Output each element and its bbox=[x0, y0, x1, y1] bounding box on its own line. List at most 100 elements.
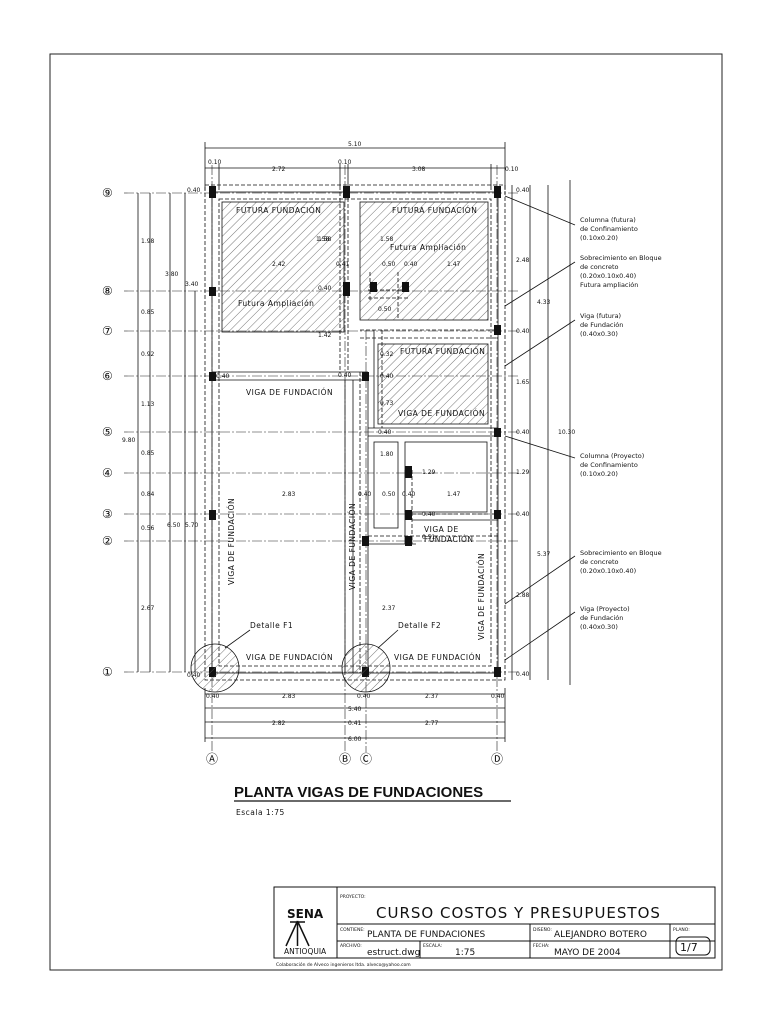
dim-top-5: 0.10 bbox=[505, 166, 519, 173]
dim-right-d: 0.40 bbox=[516, 328, 530, 335]
dim-left-b: 0.85 bbox=[141, 309, 155, 316]
detail-f1-label: Detalle F1 bbox=[250, 621, 293, 630]
dim-right-k: 2.88 bbox=[516, 592, 530, 599]
inner-dimensions: 1.58 2.42 0.41 0.40 1.47 1.58 0.50 0.40 … bbox=[216, 236, 461, 612]
beam-label: VIGA DE bbox=[424, 525, 459, 534]
right-dimensions: 0.40 2.48 4.33 0.40 1.65 0.40 10.30 1.29… bbox=[516, 187, 575, 678]
grid-col-a: Ⓐ bbox=[206, 752, 218, 766]
annotation-line: Columna (futura) bbox=[580, 216, 636, 224]
dim-right-i: 0.40 bbox=[516, 511, 530, 518]
annotation-line: (0.10x0.20) bbox=[580, 234, 618, 242]
dim-bottom-b3: 0.40 bbox=[357, 693, 371, 700]
grid-row-3: ③ bbox=[102, 507, 113, 521]
annotation-line: Columna (Proyecto) bbox=[580, 452, 644, 460]
dim-inner: 1.29 bbox=[422, 469, 436, 476]
dim-inner: 1.80 bbox=[380, 451, 394, 458]
dim-bottom-c5: 6.00 bbox=[348, 736, 362, 743]
detail-f1-circle bbox=[190, 643, 240, 693]
annotation-line: (0.40x0.30) bbox=[580, 330, 618, 338]
dim-bottom-c1: 5.40 bbox=[348, 706, 362, 713]
dim-bottom-c2: 2.82 bbox=[272, 720, 286, 727]
top-dimensions: 5.10 0.10 2.72 0.10 3.08 0.10 bbox=[208, 141, 519, 173]
dim-left-m: 3.40 bbox=[185, 281, 199, 288]
diseno-label: DISEÑO: bbox=[533, 926, 552, 933]
contents: PLANTA DE FUNDACIONES bbox=[367, 930, 486, 940]
proyecto-label: PROYECTO: bbox=[340, 894, 366, 900]
dim-inner: 0.50 bbox=[382, 491, 396, 498]
beam-label: VIGA DE FUNDACIÓN bbox=[227, 498, 236, 585]
zone-label-futura-fundacion-3: FUTURA FUNDACIÓN bbox=[400, 347, 485, 356]
future-zone-c bbox=[377, 343, 489, 425]
escala-label: ESCALA: bbox=[423, 943, 442, 949]
contiene-label: CONTIENE: bbox=[340, 927, 365, 933]
beam-label: FUNDACIÓN bbox=[424, 535, 474, 544]
beam-label: VIGA DE FUNDACIÓN bbox=[394, 653, 481, 662]
left-dimensions: 1.98 0.85 0.92 1.13 0.85 0.84 0.56 2.67 … bbox=[122, 187, 201, 679]
beam-label: VIGA DE FUNDACIÓN bbox=[246, 653, 333, 662]
grid-col-d: Ⓓ bbox=[491, 752, 503, 766]
annotation-line: Viga (Proyecto) bbox=[580, 605, 630, 613]
dim-right-e: 1.65 bbox=[516, 379, 530, 386]
dim-left-i: 3.80 bbox=[165, 271, 179, 278]
plano-label: PLANO: bbox=[673, 927, 690, 933]
dim-left-d: 1.13 bbox=[141, 401, 155, 408]
beam-label: VIGA DE FUNDACIÓN bbox=[398, 409, 485, 418]
dim-left-c: 0.92 bbox=[141, 351, 155, 358]
dim-top-2: 2.72 bbox=[272, 166, 286, 173]
grid-row-2: ② bbox=[102, 534, 113, 548]
date: MAYO DE 2004 bbox=[554, 948, 621, 958]
dim-inner: 1.42 bbox=[318, 332, 332, 339]
annotation-line: (0.40x0.30) bbox=[580, 623, 618, 631]
future-zone-b bbox=[359, 201, 489, 321]
beam-label: VIGA DE FUNDACIÓN bbox=[348, 503, 357, 590]
dim-left-a: 1.98 bbox=[141, 238, 155, 245]
sena-logo: SENA ANTIOQUIA bbox=[284, 907, 327, 956]
dim-inner: 1.58 bbox=[318, 236, 332, 243]
dim-left-j: 9.80 bbox=[122, 437, 136, 444]
dim-inner: 1.58 bbox=[316, 236, 330, 243]
dim-right-h: 1.29 bbox=[516, 469, 530, 476]
designer: ALEJANDRO BOTERO bbox=[554, 930, 647, 940]
dim-right-c: 4.33 bbox=[537, 299, 551, 306]
title-block bbox=[273, 886, 716, 959]
grid-row-5: ⑤ bbox=[102, 425, 113, 439]
dim-left-n: 0.40 bbox=[187, 187, 201, 194]
sena-emblem-icon bbox=[285, 920, 310, 947]
bottom-dimensions: 0.40 2.83 0.40 2.37 0.40 5.40 2.82 0.41 … bbox=[206, 693, 505, 743]
grid-col-c: Ⓒ bbox=[360, 752, 372, 766]
beam-label: VIGA DE FUNDACIÓN bbox=[246, 388, 333, 397]
dim-top-3: 0.10 bbox=[338, 159, 352, 166]
dim-inner: 0.40 bbox=[402, 491, 416, 498]
logo-sub: ANTIOQUIA bbox=[284, 947, 327, 956]
annotation-line: de concreto bbox=[580, 263, 619, 271]
dim-right-f: 0.40 bbox=[516, 429, 530, 436]
dim-bottom-c4: 2.77 bbox=[425, 720, 439, 727]
dim-bottom-b5: 0.40 bbox=[491, 693, 505, 700]
annotation-line: (0.10x0.20) bbox=[580, 470, 618, 478]
dim-inner: 2.37 bbox=[382, 605, 396, 612]
grid-cols: Ⓐ Ⓑ Ⓒ Ⓓ bbox=[206, 752, 503, 766]
grid-rows: ⑨ ⑧ ⑦ ⑥ ⑤ ④ ③ ② ① bbox=[102, 186, 113, 679]
dim-inner: 0.40 bbox=[380, 373, 394, 380]
dim-top-1: 0.10 bbox=[208, 159, 222, 166]
future-zone-a bbox=[221, 201, 345, 333]
archivo-label: ARCHIVO: bbox=[340, 943, 362, 949]
dim-inner: 0.50 bbox=[378, 306, 392, 313]
dim-inner: 2.83 bbox=[282, 491, 296, 498]
detail-f2-label: Detalle F2 bbox=[398, 621, 441, 630]
dim-inner: 1.47 bbox=[447, 491, 461, 498]
dim-left-l: 5.70 bbox=[185, 522, 199, 529]
dim-inner: 0.40 bbox=[318, 285, 332, 292]
foundation-plan bbox=[124, 142, 576, 752]
dim-inner: 0.41 bbox=[336, 261, 350, 268]
dim-left-o: 0.40 bbox=[187, 672, 201, 679]
grid-row-8: ⑧ bbox=[102, 284, 113, 298]
dim-inner: 0.73 bbox=[380, 400, 394, 407]
dim-inner: 0.32 bbox=[380, 351, 394, 358]
annotation-line: Futura ampliación bbox=[580, 281, 638, 289]
annotation-line: Sobrecimiento en Bloque bbox=[580, 254, 662, 262]
fecha-label: FECHA: bbox=[533, 943, 549, 949]
dim-inner: 0.50 bbox=[382, 261, 396, 268]
dim-right-b: 2.48 bbox=[516, 257, 530, 264]
